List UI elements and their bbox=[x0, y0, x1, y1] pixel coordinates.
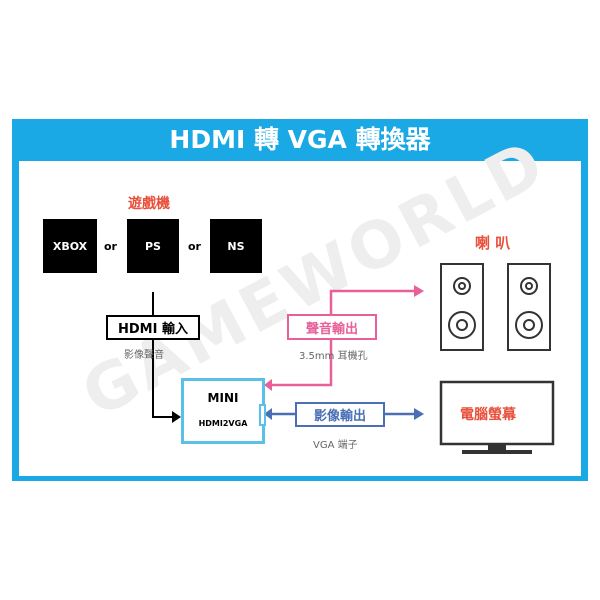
separator-or-2: or bbox=[188, 240, 201, 253]
hdmi-input-box: HDMI 輸入 bbox=[106, 315, 200, 340]
console-xbox: XBOX bbox=[43, 219, 97, 273]
device-line2: HDMI2VGA bbox=[198, 419, 248, 428]
separator-or-1: or bbox=[104, 240, 117, 253]
video-out-sub: VGA 端子 bbox=[313, 440, 358, 451]
device-line1: MINI bbox=[207, 391, 239, 405]
hdmi-input-sub: 影像聲音 bbox=[124, 350, 164, 361]
speakers-heading: 喇 叭 bbox=[475, 234, 511, 252]
audio-out-sub: 3.5mm 耳機孔 bbox=[299, 351, 368, 362]
console-heading: 遊戲機 bbox=[128, 196, 170, 212]
page-title: HDMI 轉 VGA 轉換器 bbox=[169, 125, 431, 154]
video-out-box: 影像輸出 bbox=[295, 402, 385, 427]
console-ps: PS bbox=[127, 219, 179, 273]
monitor-label: 電腦螢幕 bbox=[460, 407, 516, 423]
console-ns: NS bbox=[210, 219, 262, 273]
device-port bbox=[259, 404, 266, 426]
audio-out-box: 聲音輸出 bbox=[287, 314, 377, 340]
